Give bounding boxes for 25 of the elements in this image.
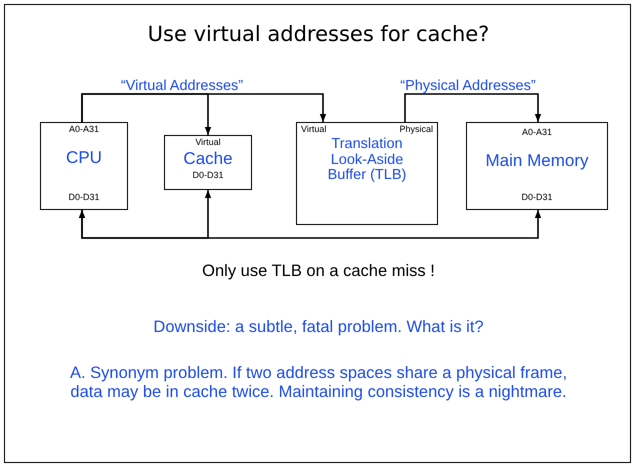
component-box bbox=[40, 122, 128, 210]
slide-title: Use virtual addresses for cache? bbox=[146, 22, 490, 46]
note-text: Only use TLB on a cache miss ! bbox=[201, 262, 436, 281]
block-name: Translation Look-Aside Buffer (TLB) bbox=[327, 137, 407, 184]
block-name: Main Memory bbox=[484, 152, 590, 170]
answer-text: A. Synonym problem. If two address spaces share a physical frame, data may be in cache twice. Maintaining consistency is a nightmare. bbox=[68, 364, 568, 402]
question-text: Downside: a subtle, fatal problem. What is it? bbox=[152, 318, 485, 337]
small-label: A0-A31 bbox=[68, 125, 100, 134]
small-label: A0-A31 bbox=[520, 128, 554, 138]
small-label: Virtual bbox=[301, 125, 326, 134]
component-box bbox=[164, 135, 252, 190]
small-label: D0-D31 bbox=[191, 171, 224, 180]
block-name: Cache bbox=[182, 150, 234, 168]
address-bus-arrow bbox=[404, 93, 542, 122]
small-label: D0-D31 bbox=[67, 193, 100, 202]
data-bus-arrow bbox=[78, 210, 542, 239]
component-box bbox=[466, 122, 608, 210]
block-name: CPU bbox=[65, 149, 103, 167]
small-label: Virtual bbox=[194, 138, 222, 148]
small-label: Physical bbox=[399, 125, 433, 134]
address-bus-arrow bbox=[81, 93, 326, 122]
bus-label: “Virtual Addresses” bbox=[120, 78, 244, 95]
small-label: D0-D31 bbox=[520, 193, 554, 202]
component-box bbox=[296, 122, 438, 225]
bus-label: “Physical Addresses” bbox=[399, 78, 537, 95]
